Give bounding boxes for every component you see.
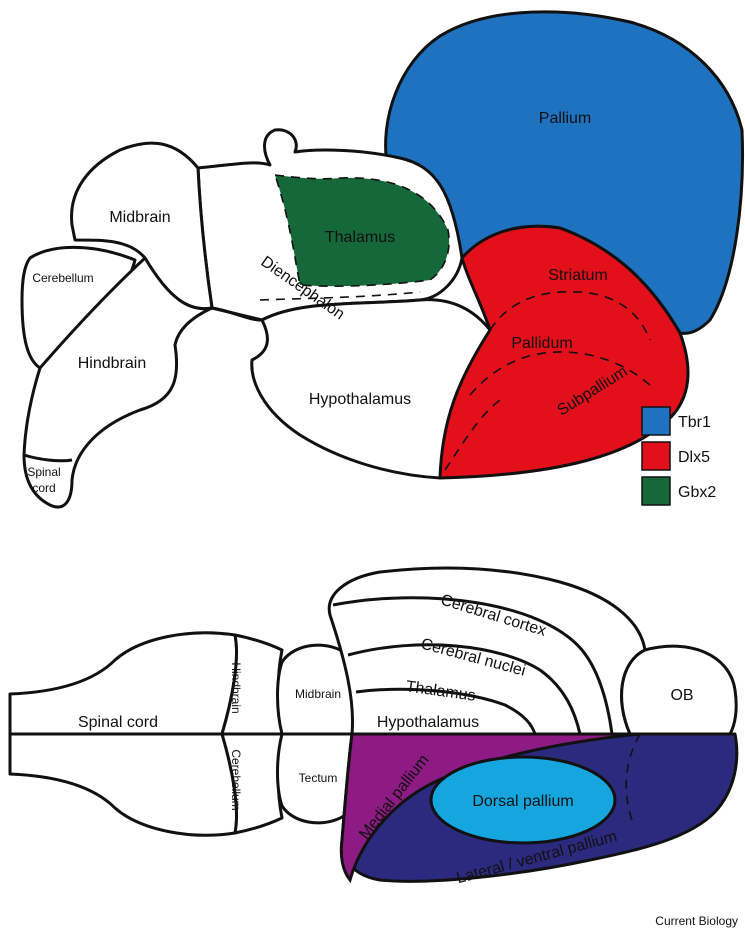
label-striatum: Striatum xyxy=(548,267,608,284)
label-tectum: Tectum xyxy=(299,771,338,785)
ob-lower-dash xyxy=(625,733,641,821)
legend-swatch-dlx5 xyxy=(641,441,671,471)
midbrain-region xyxy=(70,141,214,311)
label-dorsal-pallium: Dorsal pallium xyxy=(472,793,573,810)
label-cerebellum: Cerebellum xyxy=(32,271,93,285)
thalamus-region xyxy=(273,174,450,287)
label-hypothalamus-v: Hypothalamus xyxy=(377,714,479,731)
label-cord: cord xyxy=(32,481,55,495)
hypothalamus-dash xyxy=(444,399,501,471)
medial-pallium xyxy=(339,732,641,884)
thalamus-hypothalamus-arc xyxy=(355,687,537,735)
spinal-cord-region xyxy=(23,453,73,463)
legend-label-gbx2: Gbx2 xyxy=(678,484,716,501)
label-spinal: Spinal xyxy=(27,465,60,479)
label-ob: OB xyxy=(670,687,693,704)
label-pallidum: Pallidum xyxy=(511,335,572,352)
spinal-hindbrain-lower xyxy=(8,732,239,837)
dorsal-pallium xyxy=(429,755,617,845)
legend-swatch-tbr1 xyxy=(641,406,671,436)
striatum-boundary xyxy=(489,290,651,341)
credit-text: Current Biology xyxy=(655,914,738,928)
legend-swatch-gbx2 xyxy=(641,476,671,506)
diencephalon-dash xyxy=(259,291,421,301)
sagittal-view: Pallium Thalamus Midbrain Cerebellum Hin… xyxy=(20,10,745,509)
pallidum-boundary xyxy=(469,351,656,396)
legend-label-dlx5: Dlx5 xyxy=(678,449,710,466)
legend: Tbr1 Dlx5 Gbx2 xyxy=(641,406,716,506)
label-pallium: Pallium xyxy=(539,110,591,127)
ob-upper xyxy=(620,644,738,736)
label-hypothalamus: Hypothalamus xyxy=(309,391,411,408)
label-midbrain: Midbrain xyxy=(109,209,170,226)
label-hindbrain: Hindbrain xyxy=(78,355,146,372)
nuclei-thalamus-arc xyxy=(347,643,582,735)
hypothalamus-region xyxy=(210,298,492,480)
label-cerebellum-v: Cerebellum xyxy=(229,749,243,810)
hindbrain-region xyxy=(22,256,214,509)
cortex-nuclei-arc xyxy=(332,596,614,735)
label-midbrain-v: Midbrain xyxy=(295,687,341,701)
label-thalamus: Thalamus xyxy=(325,229,395,246)
dorsal-view: Spinal cord Hindbrain Cerebellum Midbrai… xyxy=(8,566,739,887)
label-hindbrain-v: Hindbrain xyxy=(229,662,243,713)
label-spinal-cord: Spinal cord xyxy=(78,714,158,731)
legend-label-tbr1: Tbr1 xyxy=(678,414,711,431)
